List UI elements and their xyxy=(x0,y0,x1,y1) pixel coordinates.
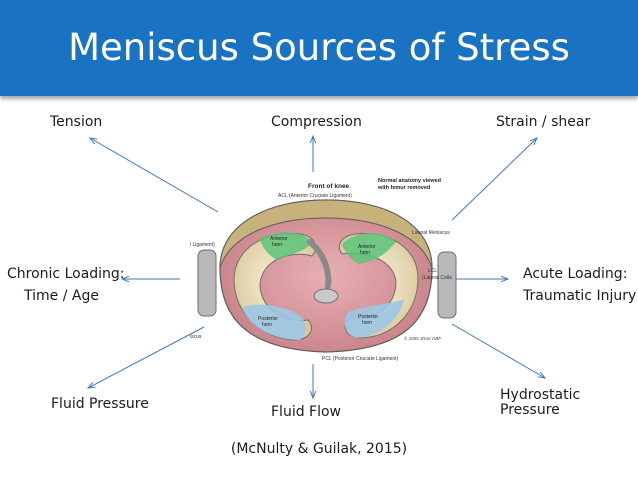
hydrostatic-pressure-arrow xyxy=(451,323,545,378)
citation-text: (McNulty & Guilak, 2015) xyxy=(230,441,408,457)
anterior-horn-left-text1: Anterior xyxy=(270,236,288,242)
anterior-horn-right-text2: horn xyxy=(360,250,370,256)
pcl-ligament xyxy=(313,288,339,304)
anterior-horn-left-text2: horn xyxy=(272,242,282,248)
posterior-horn-right xyxy=(344,300,404,338)
plateau-rim xyxy=(219,199,433,269)
lcl-text-line1: LCL xyxy=(428,268,437,274)
normal-anatomy-line1: Normal anatomy viewed xyxy=(378,178,441,184)
chronic-loading-label: Chronic Loading: Time / Age xyxy=(7,263,125,307)
pcl-text: PCL (Posterior Cruciate Ligament) xyxy=(322,356,399,362)
chronic-loading-line2: Time / Age xyxy=(24,288,99,304)
left-ligament-block xyxy=(197,249,217,317)
tension-label: Tension xyxy=(50,114,103,130)
acl-ligament xyxy=(307,239,332,289)
title-bar: Meniscus Sources of Stress xyxy=(0,0,638,96)
fluid-pressure-arrow xyxy=(88,326,205,388)
acute-loading-line2: Traumatic Injury xyxy=(523,288,637,304)
chronic-loading-line1: Chronic Loading: xyxy=(7,266,125,282)
posterior-horn-right-text1: Posterior xyxy=(358,314,378,320)
anterior-horn-right-text1: Anterior xyxy=(358,244,376,250)
posterior-horn-left-text1: Posterior xyxy=(258,316,278,322)
posterior-horn-left-text2: horn xyxy=(262,322,272,328)
copyright-text: © 2005 JRarr DBF xyxy=(404,335,441,341)
tension-arrow xyxy=(90,138,219,213)
lateral-meniscus-text: Lateral Meniscus xyxy=(412,230,450,236)
anterior-horn-left xyxy=(260,232,312,260)
normal-anatomy-line2: with femur removed xyxy=(377,185,430,191)
front-of-knee-text: Front of knee xyxy=(308,183,350,190)
acl-text: ACL (Anterior Cruciate Ligament) xyxy=(278,193,352,199)
knee-meniscus-illustration: Front of knee ACL (Anterior Cruciate Lig… xyxy=(190,178,457,362)
iscus-left-text: iscus xyxy=(190,334,202,340)
compression-label: Compression xyxy=(271,114,362,130)
slide-title: Meniscus Sources of Stress xyxy=(68,26,570,69)
ligament-left-text: l Ligament) xyxy=(190,242,215,248)
hydrostatic-line2: Pressure xyxy=(500,402,560,418)
acute-loading-label: Acute Loading: Traumatic Injury xyxy=(523,263,636,307)
anterior-horn-right xyxy=(342,233,396,264)
strain-shear-arrow xyxy=(451,138,537,221)
right-ligament-block xyxy=(437,251,457,319)
posterior-horn-left xyxy=(242,304,306,340)
fluid-pressure-label: Fluid Pressure xyxy=(51,396,149,412)
strain-shear-label: Strain / shear xyxy=(496,114,591,130)
lcl-text-line2: (Lateral Colla xyxy=(422,275,452,281)
hydrostatic-line1: Hydrostatic xyxy=(500,387,581,403)
acute-loading-line1: Acute Loading: xyxy=(523,266,628,282)
hydrostatic-pressure-label: Hydrostatic Pressure xyxy=(500,388,580,418)
fluid-flow-label: Fluid Flow xyxy=(271,404,341,420)
posterior-horn-right-text2: horn xyxy=(362,320,372,326)
